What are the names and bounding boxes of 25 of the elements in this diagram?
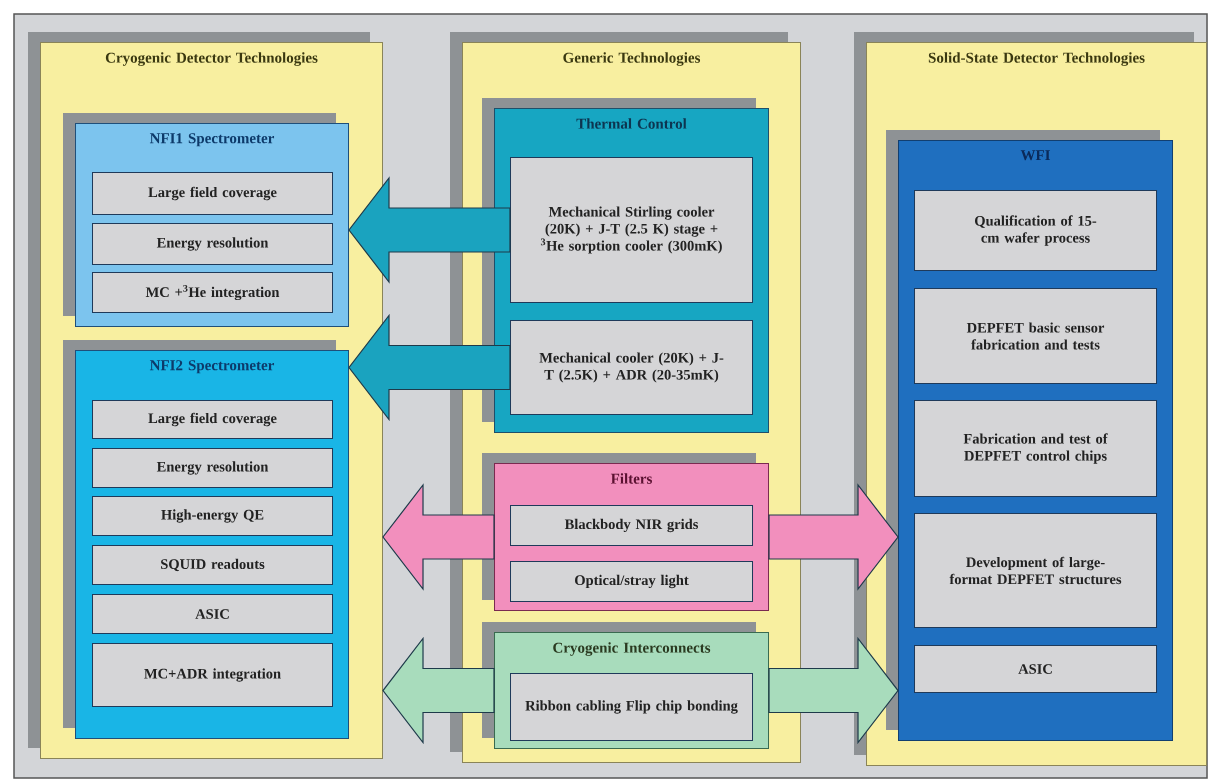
item-box: ASIC: [914, 645, 1157, 693]
item-box: ASIC: [92, 594, 333, 634]
item-box: Qualification of 15-cm wafer process: [914, 190, 1157, 271]
item-box: Blackbody NIR grids: [510, 505, 753, 546]
item-box: Mechanical Stirling cooler (20K) + J-T (2.5 K) stage + $^{3}$He sorption cooler (300mK): [510, 157, 753, 303]
item-box: MC +$^{3}$He integration: [92, 272, 333, 313]
block-arrow: [768, 636, 899, 745]
item-box: DEPFET basic sensor fabrication and tests: [914, 288, 1157, 384]
item-box: Development of large-format DEPFET structures: [914, 513, 1157, 628]
item-box: Ribbon cabling Flip chip bonding: [510, 673, 753, 741]
item-box: Large field coverage: [92, 400, 333, 439]
item-box: Fabrication and test of DEPFET control chips: [914, 400, 1157, 497]
block-arrow: [768, 483, 899, 591]
item-box: Energy resolution: [92, 223, 333, 265]
block-arrow: [382, 636, 495, 745]
item-box: MC+ADR integration: [92, 643, 333, 707]
item-box: Large field coverage: [92, 172, 333, 215]
block-arrow: [348, 176, 511, 284]
item-box: Energy resolution: [92, 448, 333, 488]
item-box: High-energy QE: [92, 496, 333, 536]
block-arrow: [348, 313, 511, 422]
item-box: Mechanical cooler (20K) + J-T (2.5K) + ADR (20-35mK): [510, 320, 753, 415]
item-box: Optical/stray light: [510, 561, 753, 602]
item-box: SQUID readouts: [92, 545, 333, 585]
block-arrow: [382, 483, 495, 591]
